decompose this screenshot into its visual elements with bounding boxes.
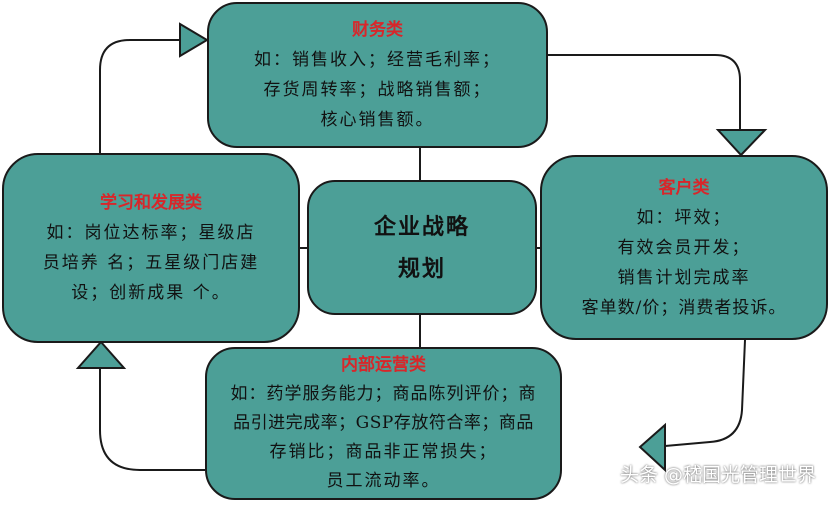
finance-title: 财务类: [352, 20, 403, 40]
arrowhead-down-icon: [715, 129, 768, 157]
customer-line: 有效会员开发；: [617, 237, 751, 258]
arrowhead-right-icon: [179, 22, 209, 58]
customer-line: 销售计划完成率: [617, 267, 751, 288]
internal-box: 内部运营类 如：药学服务能力；商品陈列评价；商 品引进完成率；GSP存放符合率；…: [205, 347, 562, 500]
finance-line: 核心销售额。: [320, 110, 435, 130]
cycle-arrow-internal-to-learning: [99, 368, 205, 471]
learning-title: 学习和发展类: [100, 193, 202, 213]
learning-line: 员培养 名；五星级门店建: [42, 253, 260, 273]
finance-line: 存货周转率；战略销售额；: [263, 80, 492, 100]
watermark: 头条 @嵇国光管理世界: [619, 464, 816, 486]
finance-box: 财务类 如：销售收入；经营毛利率； 存货周转率；战略销售额； 核心销售额。: [207, 2, 548, 148]
customer-line: 客单数/价；消费者投诉。: [581, 297, 787, 318]
internal-line: 品引进完成率；GSP存放符合率；商品: [233, 413, 534, 433]
internal-title: 内部运营类: [341, 355, 426, 375]
learning-box: 学习和发展类 如：岗位达标率；星级店 员培养 名；五星级门店建 设；创新成果 个…: [2, 153, 300, 343]
internal-line: 员工流动率。: [326, 471, 441, 491]
center-line: 规划: [397, 255, 446, 282]
finance-line: 如：销售收入；经营毛利率；: [254, 50, 501, 70]
customer-line: 如：坪效；: [636, 207, 732, 228]
cycle-arrow-learning-to-finance: [99, 39, 182, 153]
customer-title: 客户类: [658, 177, 710, 198]
arrowhead-up-icon: [75, 340, 127, 369]
center-line: 企业战略: [373, 213, 470, 240]
learning-line: 设；创新成果 个。: [71, 283, 231, 303]
customer-box: 客户类 如：坪效； 有效会员开发； 销售计划完成率 客单数/价；消费者投诉。: [540, 155, 828, 340]
learning-line: 如：岗位达标率；星级店: [46, 223, 256, 243]
internal-line: 如：药学服务能力；商品陈列评价；商: [230, 384, 537, 404]
cycle-arrow-finance-to-customer: [548, 54, 741, 130]
arrowhead-left-icon: [638, 422, 666, 473]
cycle-arrow-customer-to-internal: [664, 339, 746, 447]
internal-line: 存销比；商品非正常损失；: [269, 442, 498, 462]
center-box: 企业战略 规划: [307, 180, 537, 315]
